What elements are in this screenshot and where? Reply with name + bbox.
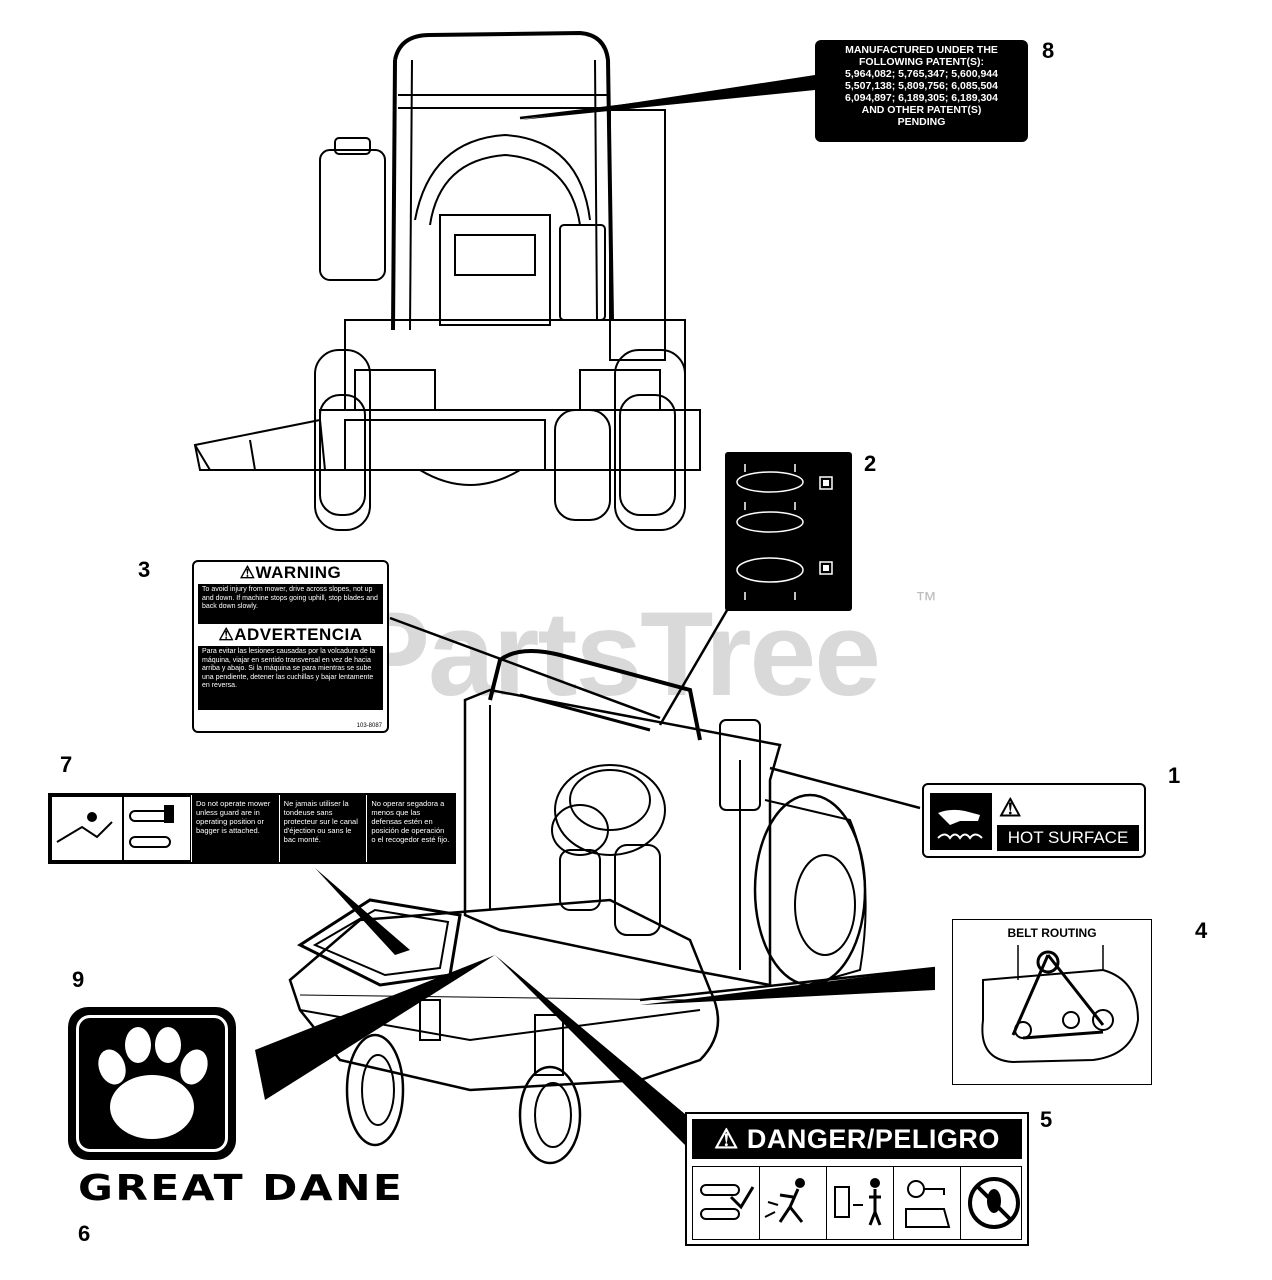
slope-warning-decal: ⚠WARNING To avoid injury from mower, dri…: [192, 560, 389, 733]
warning-text: To avoid injury from mower, drive across…: [198, 584, 383, 624]
leader-lines: [255, 75, 936, 1150]
patent-line: PENDING: [897, 116, 946, 128]
control-symbols-icon: [736, 464, 833, 600]
patent-line: MANUFACTURED UNDER THE: [845, 44, 998, 56]
belt-routing-title: BELT ROUTING: [1007, 926, 1097, 940]
burning-hand-icon: [930, 793, 992, 850]
callout-1: 1: [1168, 763, 1181, 788]
callout-2: 2: [864, 451, 877, 476]
patent-line: AND OTHER PATENT(S): [861, 104, 982, 116]
callout-8: 8: [1042, 38, 1055, 63]
callout-3: 3: [138, 557, 151, 582]
patent-line: FOLLOWING PATENT(S):: [858, 56, 984, 68]
watermark-trademark: ™: [915, 587, 937, 612]
guard-position-icon: [124, 797, 190, 860]
great-dane-brand: GREAT DANE: [78, 1168, 405, 1209]
hot-surface-decal: ⚠ WARNING HOT SURFACE: [922, 783, 1146, 858]
remove-key-icon: [894, 1167, 961, 1239]
no-step-icon: [961, 1167, 1027, 1239]
guard-text-en: Do not operate mower unless guard are in…: [191, 795, 279, 862]
callout-9: 9: [72, 967, 85, 992]
belt-diagram-icon: [981, 945, 1140, 1064]
guard-text-es: No operar segadora a menos que las defen…: [366, 795, 455, 862]
danger-heading: ⚠ DANGER/PELIGRO: [692, 1119, 1022, 1159]
keep-distance-icon: [827, 1167, 894, 1239]
danger-decal: ⚠ DANGER/PELIGRO: [685, 1112, 1029, 1246]
thrown-object-icon: [52, 797, 122, 860]
paw-print-icon: [98, 1027, 208, 1139]
paw-logo-decal: [68, 1007, 236, 1160]
callout-7: 7: [60, 752, 73, 777]
guard-decal: Do not operate mower unless guard are in…: [48, 793, 456, 864]
warning-heading: ⚠WARNING: [239, 563, 342, 582]
hot-surface-label: HOT SURFACE: [997, 825, 1139, 851]
patent-line: 6,094,897; 6,189,305; 6,189,304: [845, 92, 998, 104]
decal-code: 103-8087: [356, 723, 382, 729]
patent-line: 5,964,082; 5,765,347; 5,600,944: [845, 68, 998, 80]
callout-4: 4: [1195, 918, 1208, 943]
callout-6: 6: [78, 1221, 91, 1246]
blade-hazard-icon: [693, 1167, 760, 1239]
rear-view-mower: [193, 30, 701, 531]
patent-line: 5,507,138; 5,809,756; 6,085,504: [845, 80, 998, 92]
callout-5: 5: [1040, 1107, 1053, 1132]
patent-decal: MANUFACTURED UNDER THE FOLLOWING PATENT(…: [815, 40, 1028, 142]
advertencia-text: Para evitar las lesiones causadas por la…: [198, 646, 383, 710]
guard-text-fr: Ne jamais utiliser la tondeuse sans prot…: [278, 795, 367, 862]
advertencia-heading: ⚠ADVERTENCIA: [218, 625, 363, 644]
thrown-object-hazard-icon: [760, 1167, 827, 1239]
belt-routing-decal: BELT ROUTING: [952, 919, 1152, 1085]
control-decal: [725, 452, 852, 611]
